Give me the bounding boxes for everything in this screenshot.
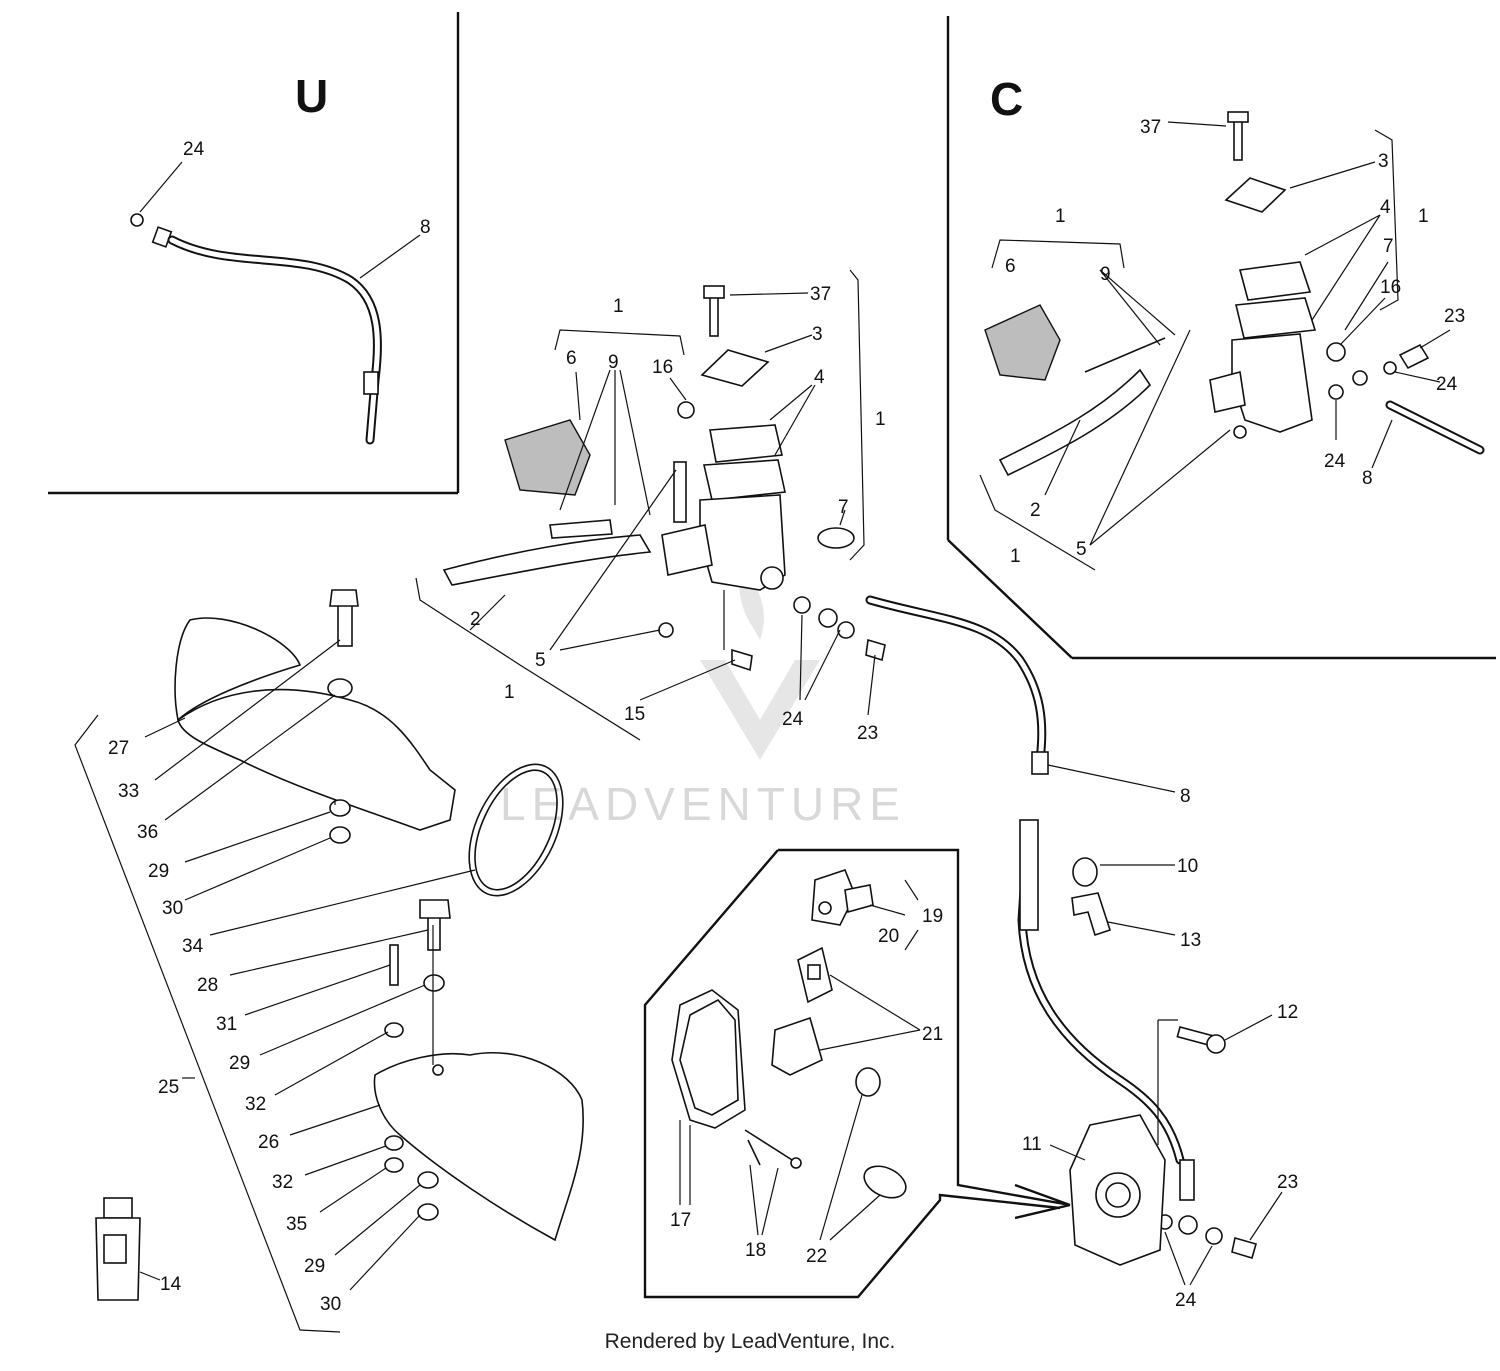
callout-c2: 2: [1030, 500, 1041, 521]
callout-h25: 25: [158, 1077, 179, 1098]
callout-h26: 26: [258, 1132, 279, 1153]
callout-m15: 15: [624, 704, 645, 725]
callout-c5: 5: [1076, 539, 1087, 560]
callout-m2: 2: [470, 609, 481, 630]
callout-h29b: 29: [229, 1053, 250, 1074]
callout-c1-right: 1: [1418, 206, 1429, 227]
callout-h34: 34: [182, 936, 204, 957]
handguard-upper: [174, 589, 456, 844]
callout-c7: 7: [1383, 236, 1394, 257]
callout-m6: 6: [566, 348, 577, 369]
inset-u-frame: [48, 12, 460, 495]
callout-c9: 9: [1100, 264, 1111, 285]
callout-m4: 4: [814, 367, 825, 388]
callout-h35: 35: [286, 1214, 307, 1235]
callout-c24a: 24: [1436, 374, 1458, 395]
callout-p19: 19: [922, 906, 943, 927]
callout-c1-top: 1: [1055, 206, 1066, 227]
callout-m3: 3: [812, 324, 823, 345]
inset-u-label: U: [295, 70, 328, 122]
callout-h29c: 29: [304, 1256, 325, 1277]
callout-m1-bottom: 1: [504, 682, 515, 703]
handguard-clamp-ring: [468, 763, 564, 897]
callout-m37: 37: [810, 284, 831, 305]
hose-clamp-parts: [1071, 857, 1257, 1259]
callout-c16: 16: [1380, 277, 1401, 298]
inset-c-frame: [946, 16, 1496, 660]
callout-p18: 18: [745, 1240, 766, 1261]
callout-b14: 14: [160, 1274, 182, 1295]
callout-m23b: 23: [1277, 1172, 1298, 1193]
callout-m1-right: 1: [875, 409, 886, 430]
callout-h31: 31: [216, 1014, 237, 1035]
inset-c-label: C: [990, 73, 1023, 125]
callout-m5: 5: [535, 650, 546, 671]
callout-c4: 4: [1380, 197, 1391, 218]
watermark: LEADVENTURE: [500, 560, 906, 830]
callout-m9: 9: [608, 352, 619, 373]
callout-c3: 3: [1378, 151, 1389, 172]
brake-caliper: [1069, 1114, 1195, 1266]
callout-c1-bottom: 1: [1010, 546, 1021, 567]
watermark-text: LEADVENTURE: [500, 778, 906, 830]
pad-kit-inset-frame: [643, 848, 1071, 1299]
brake-fluid-bottle: [95, 1197, 141, 1301]
callout-h28: 28: [197, 975, 218, 996]
callout-u8: 8: [420, 217, 431, 238]
callout-h30a: 30: [162, 898, 183, 919]
callout-p21: 21: [922, 1024, 943, 1045]
footer-credit: Rendered by LeadVenture, Inc.: [604, 1330, 896, 1353]
callout-h33: 33: [118, 781, 139, 802]
callout-u24: 24: [183, 139, 205, 160]
callout-c6: 6: [1005, 256, 1016, 277]
callout-p20: 20: [878, 926, 899, 947]
callout-p22: 22: [806, 1246, 827, 1267]
callout-m8: 8: [1180, 786, 1191, 807]
callout-m23: 23: [857, 723, 878, 744]
callout-m13: 13: [1180, 930, 1201, 951]
callout-m24: 24: [782, 709, 804, 730]
callout-h36: 36: [137, 822, 158, 843]
callout-h32b: 32: [272, 1172, 293, 1193]
main-master-cylinder: [442, 285, 886, 672]
callout-h27: 27: [108, 738, 129, 759]
handguard-lower: [373, 899, 584, 1242]
callout-m24b: 24: [1175, 1290, 1197, 1311]
callout-c23: 23: [1444, 306, 1465, 327]
callout-c37: 37: [1140, 117, 1161, 138]
callout-m1-top: 1: [613, 296, 624, 317]
callout-m10: 10: [1177, 856, 1198, 877]
callout-m12: 12: [1277, 1002, 1298, 1023]
callout-c24b: 24: [1324, 451, 1346, 472]
callout-m7: 7: [838, 497, 849, 518]
main-brake-hose: [865, 595, 1185, 1165]
callout-c8: 8: [1362, 468, 1373, 489]
callout-h29a: 29: [148, 861, 169, 882]
callout-m11: 11: [1022, 1134, 1042, 1155]
inset-u-brake-hose: [130, 213, 382, 445]
pad-kit-parts: [671, 869, 907, 1199]
callout-h30b: 30: [320, 1294, 341, 1315]
callout-h32a: 32: [245, 1094, 266, 1115]
inset-c-master-cylinder: [984, 111, 1485, 477]
callout-p17: 17: [670, 1210, 691, 1231]
callouts: 24 8 37 3 4 1 1 6 9 7 16 23 24 24 8 2 1 …: [108, 117, 1465, 1315]
callout-m16: 16: [652, 357, 673, 378]
